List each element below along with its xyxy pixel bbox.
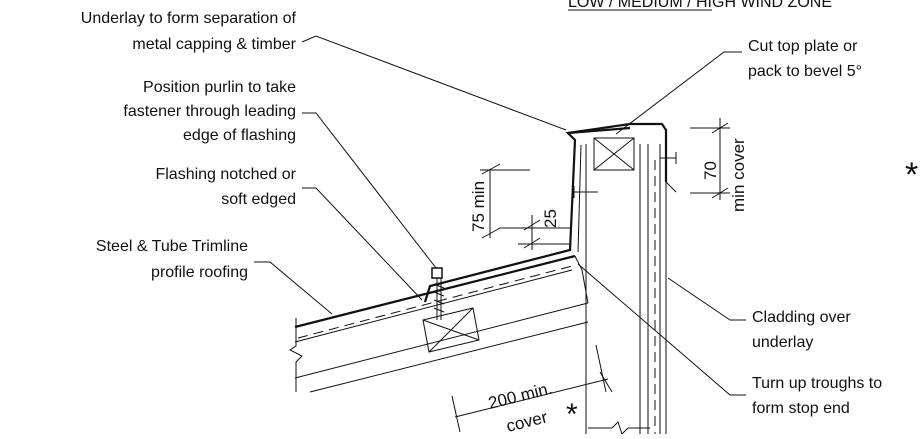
dimension-70: 70 min cover	[690, 118, 748, 212]
svg-text:fastener through leading: fastener through leading	[123, 103, 296, 120]
purlin	[422, 307, 480, 353]
svg-text:form stop end: form stop end	[752, 400, 850, 417]
asterisk-mark-cover: *	[566, 398, 578, 431]
dim-25-text: 25	[541, 209, 560, 228]
svg-text:Position purlin to take: Position purlin to take	[143, 79, 296, 96]
label-purlin: Position purlin to take fastener through…	[123, 79, 437, 269]
label-cladding: Cladding over underlay	[667, 277, 851, 351]
dim-75-text: 75 min	[469, 181, 488, 232]
dim-70-text: 70	[701, 161, 720, 180]
svg-text:Underlay to form separation of: Underlay to form separation of	[81, 10, 297, 27]
label-troughs: Turn up troughs to form stop end	[577, 263, 882, 417]
svg-text:Cut top plate or: Cut top plate or	[748, 38, 858, 55]
svg-text:Cladding over: Cladding over	[752, 309, 851, 326]
metal-capping	[567, 122, 677, 198]
svg-text:Flashing notched or: Flashing notched or	[155, 166, 296, 183]
asterisk-mark-right: *	[905, 156, 918, 194]
label-notched: Flashing notched or soft edged	[155, 166, 423, 301]
fastener-screw	[431, 267, 445, 320]
svg-text:edge of flashing: edge of flashing	[183, 127, 296, 144]
svg-text:profile roofing: profile roofing	[151, 264, 248, 281]
label-underlay: Underlay to form separation of metal cap…	[81, 10, 567, 131]
parapet-wall	[585, 137, 667, 435]
svg-text:pack to bevel 5°: pack to bevel 5°	[748, 63, 862, 80]
roof-profile	[289, 254, 589, 393]
dimension-75: 75 min	[469, 163, 530, 239]
label-cut-top: Cut top plate or pack to bevel 5°	[615, 38, 862, 135]
dimension-25: 25	[500, 209, 570, 250]
svg-text:Turn up troughs to: Turn up troughs to	[752, 375, 882, 392]
svg-text:soft edged: soft edged	[221, 191, 296, 208]
svg-text:metal capping & timber: metal capping & timber	[132, 36, 296, 53]
dimension-200: 200 min. cover *	[451, 344, 613, 436]
title-text: LOW / MEDIUM / HIGH WIND ZONE	[568, 0, 832, 11]
svg-text:Steel & Tube Trimline: Steel & Tube Trimline	[96, 238, 248, 255]
dim-70-cover-text: min cover	[729, 138, 748, 212]
svg-text:underlay: underlay	[752, 334, 813, 351]
drawing-title: LOW / MEDIUM / HIGH WIND ZONE	[568, 0, 832, 11]
label-roofing: Steel & Tube Trimline profile roofing	[96, 238, 333, 315]
apron-flashing	[423, 126, 631, 303]
dim-200-cover-text: cover	[504, 407, 549, 434]
